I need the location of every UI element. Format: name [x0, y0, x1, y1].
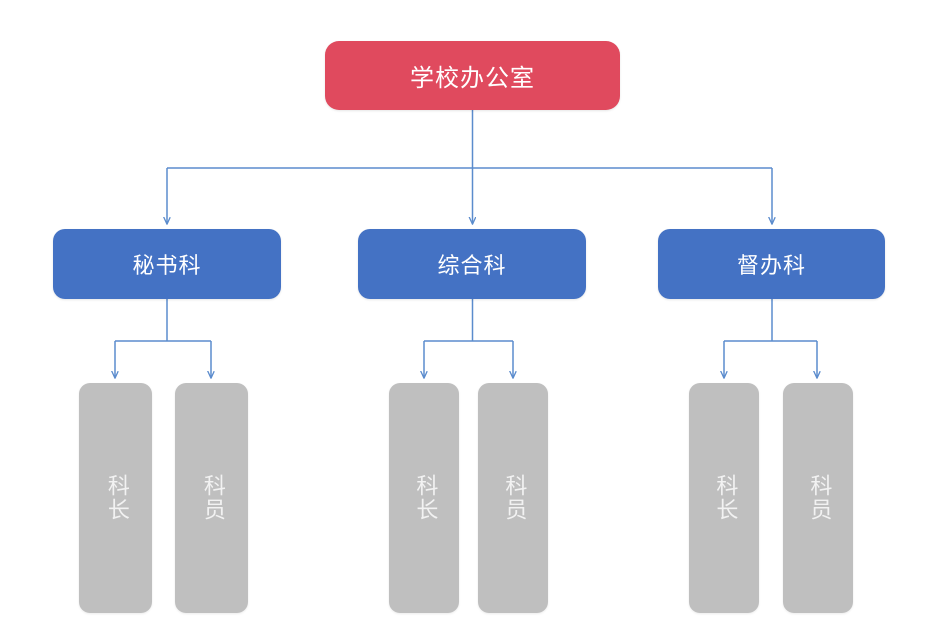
- node-dept-label: 秘书科: [132, 254, 202, 279]
- node-role-staff[interactable]: 科员: [175, 383, 248, 613]
- node-dept-label: 督办科: [736, 254, 806, 279]
- node-role-label: 科长: [412, 474, 438, 522]
- node-dept-comprehensive[interactable]: 综合科: [358, 229, 586, 299]
- node-dept-secretary[interactable]: 秘书科: [53, 229, 281, 299]
- node-role-label: 科长: [712, 474, 738, 522]
- node-role-chief[interactable]: 科长: [389, 383, 459, 613]
- node-root-label: 学校办公室: [410, 64, 535, 92]
- node-role-label: 科员: [501, 474, 527, 522]
- node-role-label: 科长: [103, 474, 129, 522]
- node-role-label: 科员: [806, 474, 832, 522]
- node-role-label: 科员: [199, 474, 225, 522]
- node-dept-supervision[interactable]: 督办科: [658, 229, 885, 299]
- node-role-staff[interactable]: 科员: [783, 383, 853, 613]
- node-root-school-office[interactable]: 学校办公室: [325, 41, 620, 110]
- node-role-staff[interactable]: 科员: [478, 383, 548, 613]
- node-role-chief[interactable]: 科长: [79, 383, 152, 613]
- node-role-chief[interactable]: 科长: [689, 383, 759, 613]
- node-dept-label: 综合科: [437, 254, 507, 279]
